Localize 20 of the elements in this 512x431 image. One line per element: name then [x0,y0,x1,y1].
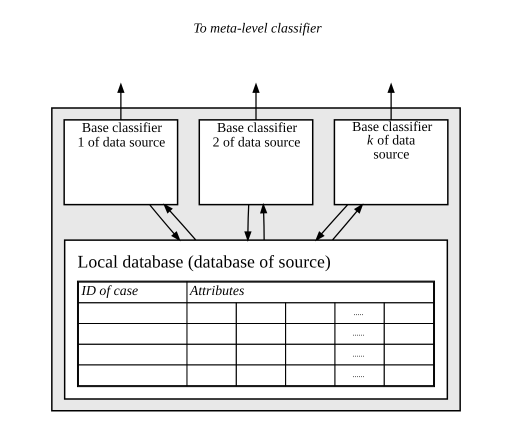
label: ...... [352,328,364,338]
label: ID of case [81,283,138,298]
arrow [244,204,252,242]
label: ..... [354,308,364,318]
arrow [332,203,364,240]
arrow [252,82,260,120]
label: ...... [352,370,364,380]
label: To meta-level classifier [193,20,322,36]
arrow [387,82,395,120]
cluster [51,107,461,412]
arrow [117,82,125,120]
node-box: Base classifier 2 of data source [198,119,314,206]
label: ...... [352,349,364,358]
arrow [163,203,196,240]
arrow [260,202,268,240]
arrow [314,204,348,242]
node-box: Base classifier k of data source [334,119,449,206]
arrow [149,204,181,242]
node-box: Base classifier 1 of data source [63,119,178,206]
label: Attributes [190,283,244,298]
